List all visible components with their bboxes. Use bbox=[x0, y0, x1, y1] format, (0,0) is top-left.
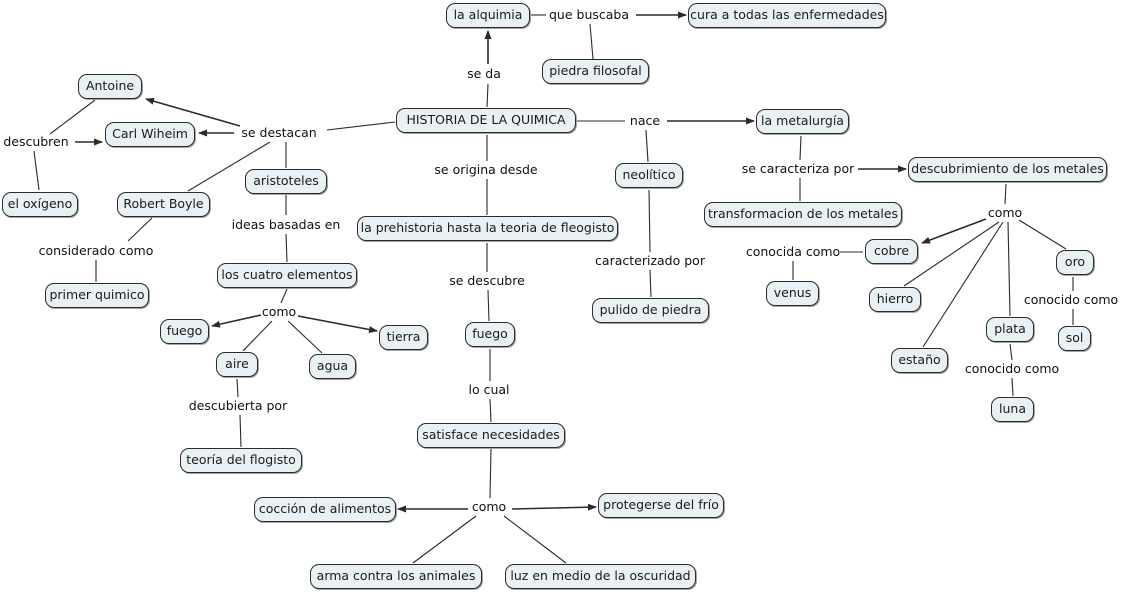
link-label-se-da: se da bbox=[467, 65, 501, 81]
node-metalurgia[interactable]: la metalurgía bbox=[756, 109, 849, 134]
node-primer[interactable]: primer quimico bbox=[45, 283, 149, 308]
connector-como3-cobre bbox=[921, 218, 987, 244]
link-label-nace: nace bbox=[629, 112, 661, 128]
node-fuego_elem[interactable]: fuego bbox=[160, 319, 209, 344]
connector-piedra-quebuscaba bbox=[589, 23, 594, 60]
node-historia[interactable]: HISTORIA DE LA QUIMICA bbox=[396, 108, 576, 133]
link-label-ideas-basadas-en: ideas basadas en bbox=[231, 216, 341, 232]
node-venus[interactable]: venus bbox=[766, 281, 819, 306]
node-cura[interactable]: cura a todas las enfermedades bbox=[688, 3, 886, 28]
node-transformacion[interactable]: transformacion de los metales bbox=[704, 202, 902, 227]
node-oxigeno[interactable]: el oxígeno bbox=[2, 192, 78, 217]
node-neolitico[interactable]: neolítico bbox=[615, 163, 683, 188]
node-luz[interactable]: luz en medio de la oscuridad bbox=[505, 564, 696, 589]
node-descubrimiento[interactable]: descubrimiento de los metales bbox=[908, 157, 1107, 182]
link-label-caracterizado-por: caracterizado por bbox=[595, 252, 705, 268]
link-label-como-elementos: como bbox=[261, 303, 297, 319]
connector-satisface-como2 bbox=[489, 448, 492, 499]
node-fuego_desc[interactable]: fuego bbox=[465, 322, 515, 347]
node-luna[interactable]: luna bbox=[991, 397, 1034, 422]
connector-boyle-considerado bbox=[127, 217, 153, 242]
connector-cuatro-como bbox=[280, 288, 288, 304]
connector-como-fuego bbox=[211, 314, 262, 328]
connector-antoine-descubren bbox=[49, 99, 96, 135]
node-carl[interactable]: Carl Wiheim bbox=[105, 122, 195, 147]
connector-sedestacan-boyle bbox=[187, 141, 271, 192]
connector-como2-luz bbox=[503, 515, 567, 564]
connector-neolitico-caracterizado bbox=[648, 189, 651, 253]
link-label-se-caracteriza-por: se caracteriza por bbox=[741, 160, 855, 176]
node-satisface[interactable]: satisface necesidades bbox=[417, 423, 565, 448]
connector-sedescubre-fuego bbox=[487, 289, 490, 322]
node-proteger[interactable]: protegerse del frío bbox=[598, 493, 724, 518]
link-label-que-buscaba: que buscaba bbox=[548, 6, 630, 22]
node-agua[interactable]: agua bbox=[309, 354, 356, 379]
connector-como3-plata bbox=[1007, 221, 1011, 317]
link-label-como-metales: como bbox=[987, 204, 1023, 220]
node-coccion[interactable]: cocción de alimentos bbox=[254, 497, 396, 522]
connector-historia-seda bbox=[486, 83, 489, 108]
link-label-considerado-como: considerado como bbox=[38, 242, 154, 258]
node-hierro[interactable]: hierro bbox=[869, 287, 921, 312]
node-prehistoria[interactable]: la prehistoria hasta la teoria de fleogi… bbox=[357, 216, 618, 241]
node-pulido[interactable]: pulido de piedra bbox=[592, 298, 709, 323]
node-flogisto[interactable]: teoría del flogisto bbox=[180, 448, 302, 473]
link-label-conocida-como: conocida como bbox=[745, 243, 841, 259]
connector-como2-arma bbox=[412, 515, 477, 564]
link-label-como-necesidades: como bbox=[471, 498, 507, 514]
node-sol[interactable]: sol bbox=[1058, 326, 1091, 351]
connector-conocido2-luna bbox=[1011, 377, 1014, 397]
connector-caracterizado-pulido bbox=[649, 269, 652, 298]
connector-plata-conocido2 bbox=[1009, 343, 1013, 361]
connector-historia-sedestacan bbox=[326, 121, 396, 131]
node-tierra[interactable]: tierra bbox=[379, 325, 428, 350]
connector-descubrimiento-como3 bbox=[1004, 183, 1007, 205]
connector-locual-satisface bbox=[489, 398, 492, 423]
link-label-descubierta-por: descubierta por bbox=[188, 397, 288, 413]
node-plata[interactable]: plata bbox=[986, 317, 1034, 342]
connector-como-agua bbox=[287, 320, 323, 354]
connector-descubren-oxigeno bbox=[33, 150, 40, 191]
connector-como2-proteger bbox=[511, 503, 597, 511]
node-aristoteles[interactable]: aristoteles bbox=[245, 169, 327, 194]
connector-como-aire bbox=[242, 320, 273, 352]
link-label-se-descubre: se descubre bbox=[449, 272, 525, 288]
connector-sedestacan-antoine bbox=[145, 97, 241, 127]
connector-nace-neolitico bbox=[645, 129, 649, 163]
node-oro[interactable]: oro bbox=[1056, 250, 1094, 275]
node-antoine[interactable]: Antoine bbox=[78, 74, 142, 99]
connector-descubierta-flogisto bbox=[239, 414, 242, 448]
node-arma[interactable]: arma contra los animales bbox=[310, 564, 482, 589]
node-aire[interactable]: aire bbox=[216, 352, 258, 377]
link-label-conocido-como-sol: conocido como bbox=[1023, 291, 1119, 307]
node-cobre[interactable]: cobre bbox=[865, 239, 918, 264]
link-label-conocido-como-luna: conocido como bbox=[964, 360, 1060, 376]
connector-como3-hierro bbox=[903, 221, 1000, 287]
link-label-se-destacan: se destacan bbox=[241, 124, 317, 140]
link-label-lo-cual: lo cual bbox=[468, 381, 510, 397]
node-cuatro[interactable]: los cuatro elementos bbox=[217, 263, 357, 288]
connector-aire-descubierta bbox=[236, 378, 239, 398]
connector-ideas-cuatro bbox=[285, 233, 288, 263]
node-estano[interactable]: estaño bbox=[891, 348, 948, 373]
link-label-se-origina-desde: se origina desde bbox=[434, 161, 538, 177]
node-alquimia[interactable]: la alquimia bbox=[446, 3, 530, 28]
connector-como-tierra bbox=[297, 315, 378, 333]
node-boyle[interactable]: Robert Boyle bbox=[117, 192, 210, 217]
connector-como3-oro bbox=[1018, 219, 1067, 250]
link-label-descubren: descubren bbox=[3, 133, 69, 149]
connector-lines bbox=[33, 11, 1074, 564]
connector-metalurgia-secaract bbox=[799, 135, 802, 161]
node-piedra[interactable]: piedra filosofal bbox=[542, 59, 649, 84]
connector-como3-estano bbox=[922, 221, 1004, 348]
